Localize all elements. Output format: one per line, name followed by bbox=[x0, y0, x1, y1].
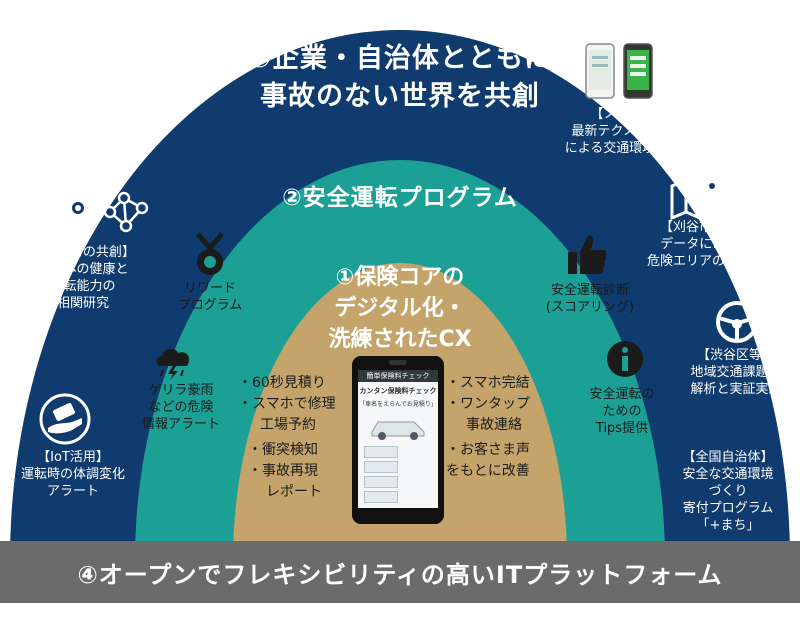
middle-title: ②安全運転プログラム bbox=[282, 185, 518, 211]
core-left-list: ・60秒見積り ・スマホで修理 工場予約 ・衝突検知 ・事故再現 レポート bbox=[238, 373, 356, 503]
phone-option[interactable] bbox=[364, 491, 398, 503]
outer-title-line1: ③企業・自治体とともに bbox=[248, 43, 552, 74]
phone-option[interactable] bbox=[364, 476, 398, 488]
label-line: 危険エリアの発見 bbox=[646, 254, 751, 269]
platform-bar: ④オープンでフレキシビリティの高いITプラットフォーム bbox=[0, 541, 800, 603]
list-item: ・衝突検知 bbox=[248, 442, 318, 458]
outer-right-item-kariya: 【刈谷市等】 データによる 危険エリアの発見 bbox=[624, 219, 774, 270]
thumbs-up-icon bbox=[568, 235, 607, 274]
brain-network-icon bbox=[62, 191, 149, 233]
label-line: づくり bbox=[708, 484, 748, 499]
label-line: 【刈谷市等】 bbox=[659, 220, 738, 235]
label-line: 運転時の体調変化 bbox=[20, 467, 125, 482]
outer-right-item-shibuya: 【渋谷区等】 地域交通課題の 解析と実証実験 bbox=[680, 347, 792, 398]
phone-speaker bbox=[389, 360, 407, 365]
outer-title-line2: 事故のない世界を共創 bbox=[260, 81, 540, 112]
list-item: 事故連絡 bbox=[466, 417, 522, 433]
storm-cloud-icon bbox=[156, 348, 190, 380]
outer-left-item-corporate: 【企業との共創】 脳や体の健康と 運転能力の 相関研究 bbox=[18, 244, 148, 312]
label-line: アラート bbox=[46, 484, 99, 499]
label-line: 安全運転診断 bbox=[550, 283, 629, 298]
core-title: ①保険コアの デジタル化・ 洗練されたCX bbox=[250, 262, 550, 355]
medal-icon bbox=[196, 232, 224, 275]
core-right-list: ・スマホ完結 ・ワンタップ 事故連絡 ・お客さま声 をもとに改善 bbox=[446, 373, 556, 482]
phone-screen: 簡単保険料チェック カンタン保険料チェック 「車名をえらんでお見積り」 次へ bbox=[358, 370, 438, 508]
label-line: ための bbox=[602, 404, 642, 419]
label-line: データによる bbox=[660, 237, 738, 252]
label-line: などの危険 bbox=[148, 400, 214, 415]
list-item: レポート bbox=[266, 484, 322, 500]
core-title-line: ①保険コアの bbox=[335, 265, 465, 290]
label-line: 最新テクノロジー bbox=[571, 124, 675, 139]
list-item: ・お客さま声 bbox=[446, 442, 530, 458]
label-line: 寄付プログラム bbox=[682, 501, 774, 516]
label-line: 脳や体の健康と bbox=[37, 262, 129, 277]
label-line: 運転能力の bbox=[50, 279, 116, 294]
list-item: 工場予約 bbox=[260, 417, 316, 433]
list-item: ・スマホ完結 bbox=[446, 375, 530, 391]
phone-header: 簡単保険料チェック bbox=[358, 370, 438, 382]
label-line: 【渋谷区等】 bbox=[696, 348, 775, 363]
map-pin-icon bbox=[670, 177, 720, 220]
middle-right-item-diagnosis: 安全運転診断 (スコアリング) bbox=[530, 282, 650, 316]
outer-right-item-municipality: 【全国自治体】 安全な交通環境 づくり 寄付プログラム 「+まち」 bbox=[668, 449, 788, 534]
label-line: 情報アラート bbox=[141, 417, 220, 432]
list-item: ・ワンタップ bbox=[446, 396, 530, 412]
steering-wheel-icon bbox=[716, 301, 758, 343]
label-line: 解析と実証実験 bbox=[690, 382, 782, 397]
list-item: ・事故再現 bbox=[248, 463, 318, 479]
core-title-line: 洗練されたCX bbox=[328, 327, 472, 352]
phone-title: カンタン保険料チェック bbox=[359, 387, 437, 395]
core-title-line: デジタル化・ bbox=[334, 296, 466, 321]
phone-option-grid bbox=[358, 442, 438, 503]
label-line: 【企業との共創】 bbox=[31, 245, 135, 260]
outer-left-item-iot: 【IoT活用】 運転時の体調変化 アラート bbox=[8, 449, 138, 500]
label-line: ゲリラ豪雨 bbox=[148, 383, 214, 398]
label-line: リワード bbox=[183, 281, 236, 296]
list-item: ・スマホで修理 bbox=[238, 396, 336, 412]
phone-option[interactable] bbox=[364, 446, 398, 458]
hand-device-icon bbox=[39, 393, 91, 445]
list-item: をもとに改善 bbox=[446, 463, 530, 479]
label-line: 安全な交通環境 bbox=[682, 467, 774, 482]
smartphones-icon bbox=[585, 43, 653, 99]
platform-bar-label: ④オープンでフレキシビリティの高いITプラットフォーム bbox=[77, 560, 723, 589]
label-line: (スコアリング) bbox=[545, 300, 635, 315]
label-line: 【全国自治体】 bbox=[682, 450, 774, 465]
label-line: 「+まち」 bbox=[696, 518, 760, 533]
label-line: 相関研究 bbox=[56, 296, 109, 311]
middle-left-item-reward: リワード プログラム bbox=[160, 280, 260, 314]
label-line: 【IoT活用】 bbox=[37, 450, 109, 465]
label-line: による交通環境改善 bbox=[564, 141, 682, 156]
info-icon bbox=[607, 341, 643, 377]
phone-option[interactable] bbox=[364, 461, 398, 473]
list-item: ・60秒見積り bbox=[238, 375, 326, 391]
middle-left-item-weather: ゲリラ豪雨 などの危険 情報アラート bbox=[126, 382, 236, 433]
phone-subtitle: 「車名をえらんでお見積り」 bbox=[359, 401, 437, 408]
outer-right-item-noruku: 【ノルク】 最新テクノロジー による交通環境改善 bbox=[548, 106, 698, 157]
label-line: Tips提供 bbox=[595, 421, 649, 436]
middle-right-item-tips: 安全運転の ための Tips提供 bbox=[572, 386, 672, 437]
label-line: 【ノルク】 bbox=[590, 107, 656, 122]
label-line: プログラム bbox=[177, 298, 243, 313]
label-line: 安全運転の bbox=[589, 387, 655, 402]
label-line: 地域交通課題の bbox=[690, 365, 782, 380]
outer-title: ③企業・自治体とともに 事故のない世界を共創 bbox=[200, 40, 600, 116]
car-icon bbox=[371, 421, 425, 440]
phone-mockup: 簡単保険料チェック カンタン保険料チェック 「車名をえらんでお見積り」 次へ bbox=[352, 356, 444, 524]
